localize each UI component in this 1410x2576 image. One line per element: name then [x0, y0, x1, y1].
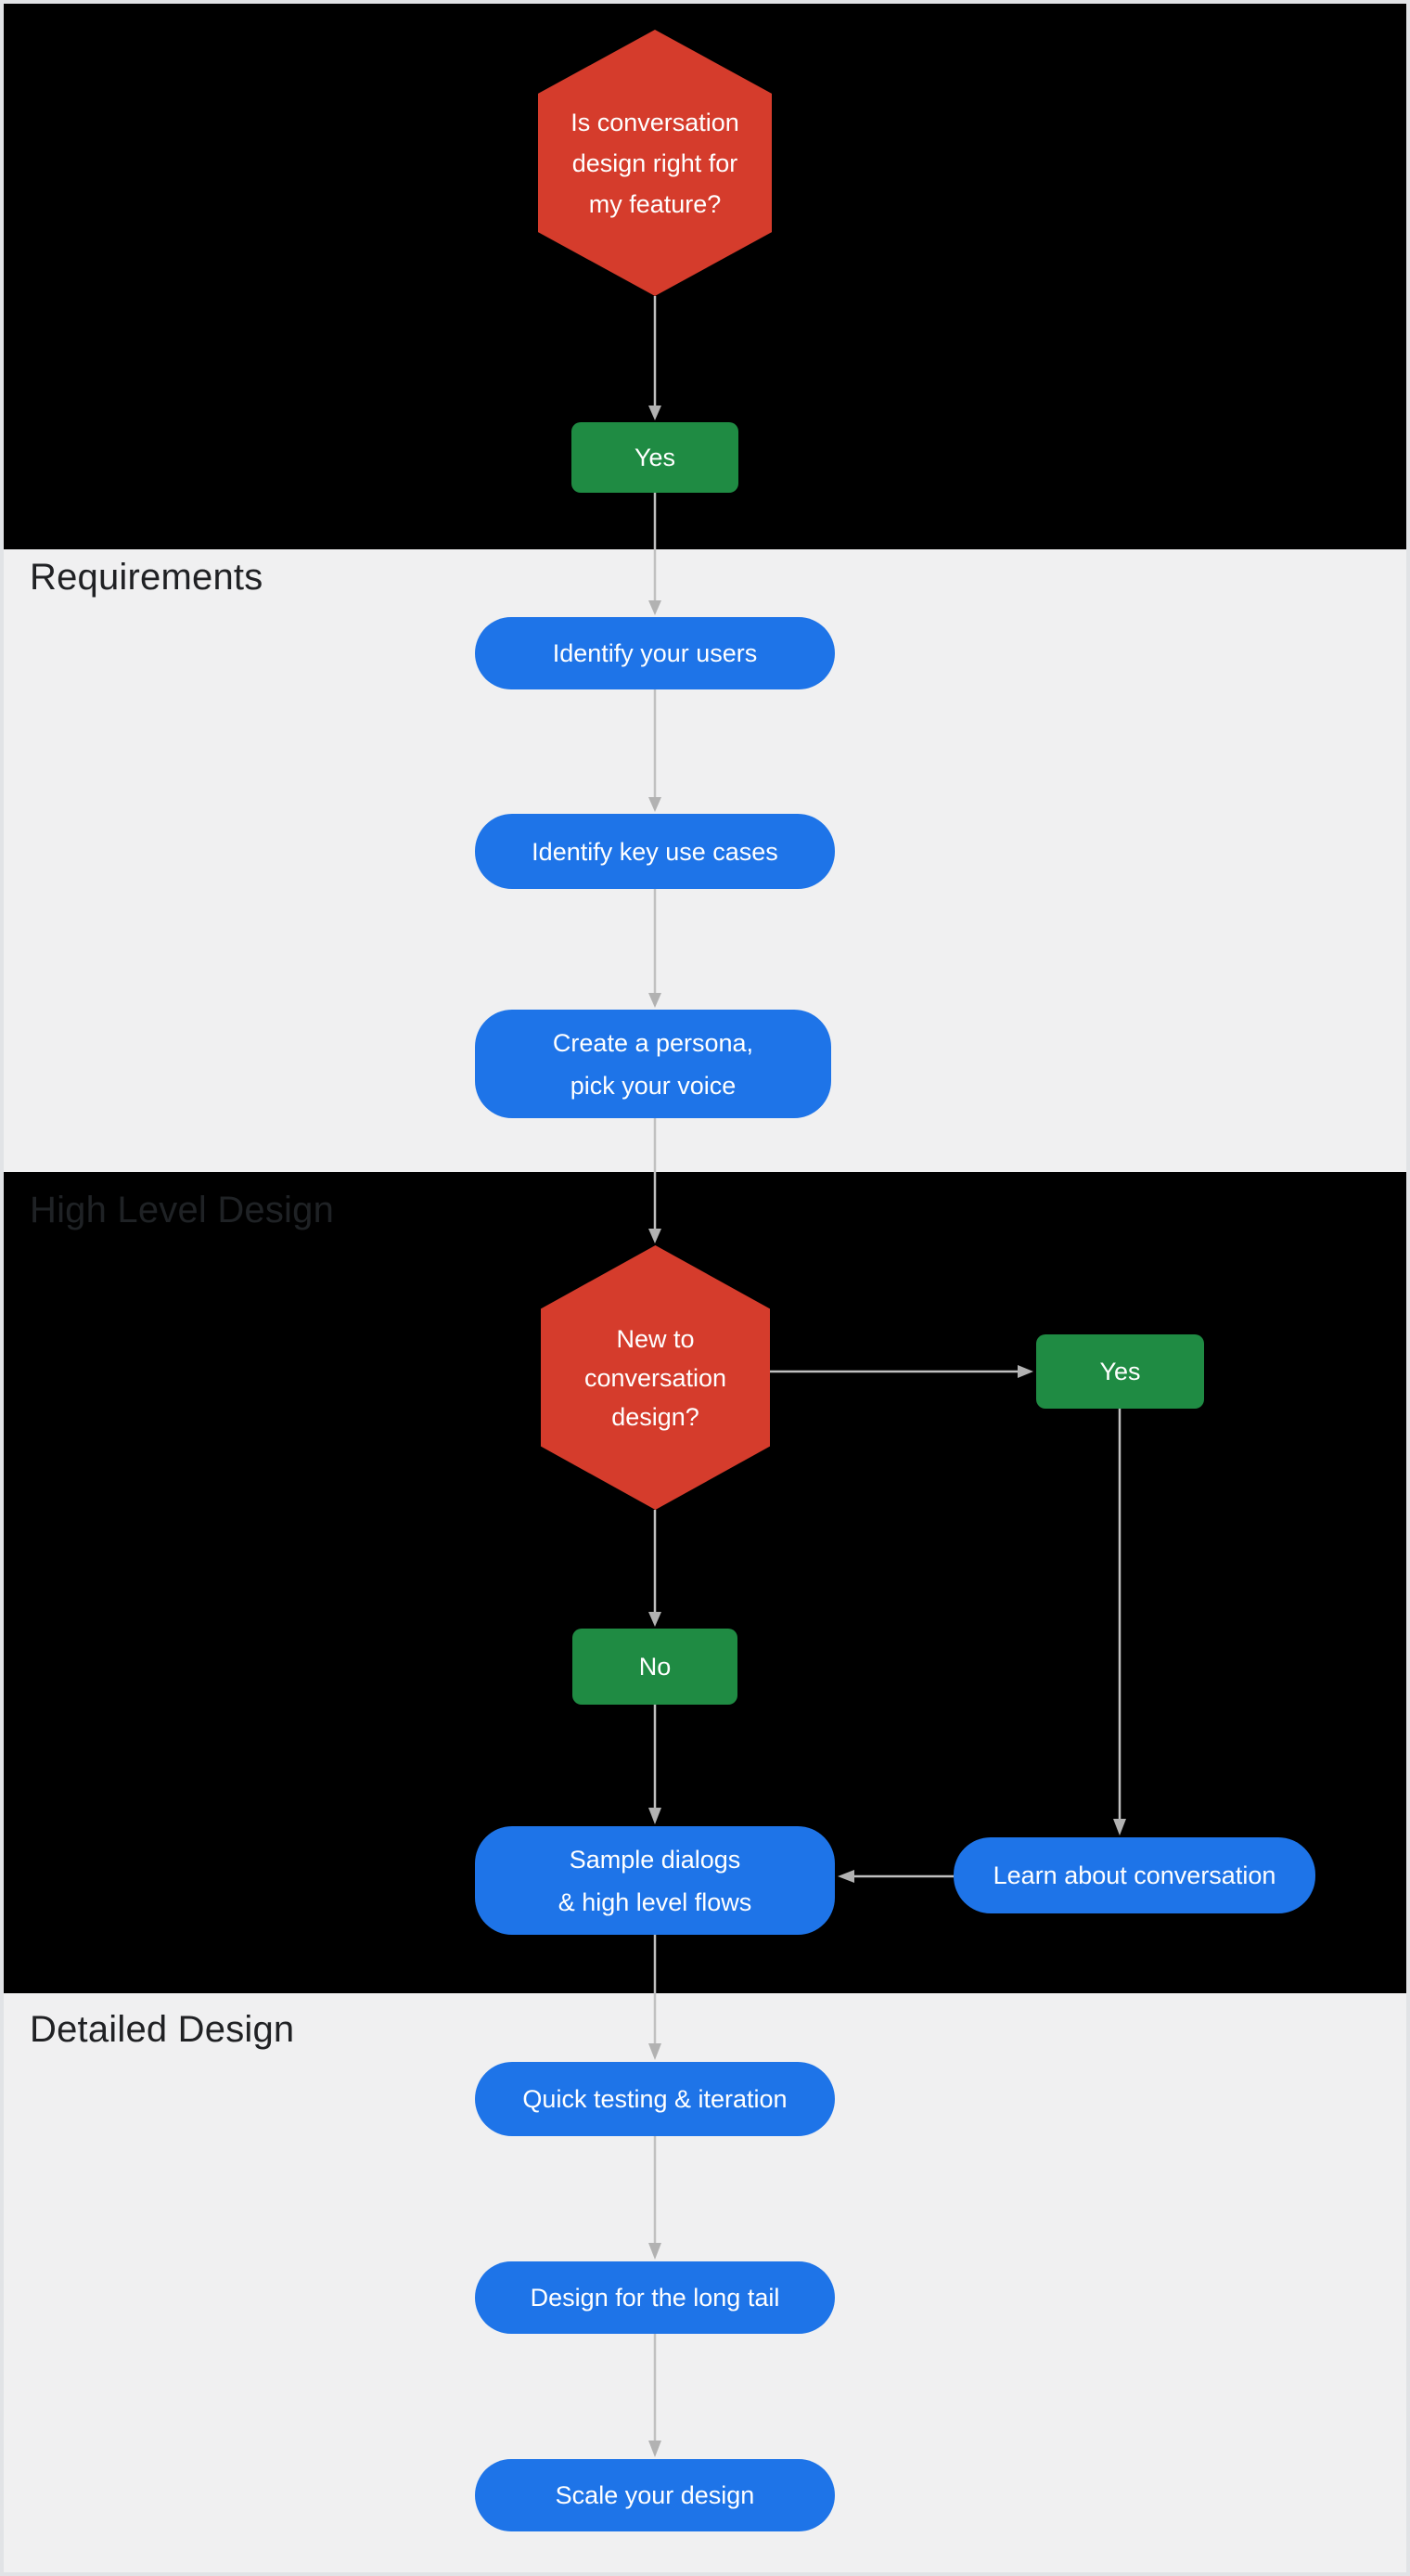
decision-text-line: New to — [616, 1324, 695, 1353]
arrowhead-down — [648, 797, 661, 812]
step-label: Scale your design — [555, 2481, 755, 2509]
arrow-start-decision-to-start-yes — [648, 296, 661, 420]
answer-label: Yes — [634, 443, 676, 471]
arrowhead-down — [648, 1229, 661, 1243]
arrowhead-down — [648, 2243, 661, 2260]
arrow-new-decision-to-new-no — [648, 1510, 661, 1627]
arrow-new-yes-to-learn-conversation — [1113, 1409, 1126, 1835]
arrow-new-decision-to-new-yes — [770, 1365, 1033, 1378]
step-label: Design for the long tail — [530, 2284, 780, 2312]
arrowhead-left — [838, 1870, 854, 1883]
arrowhead-down — [1113, 1819, 1126, 1835]
arrow-quick-testing-to-long-tail — [648, 2136, 661, 2260]
arrow-learn-conversation-to-sample-dialogs — [838, 1870, 954, 1883]
step-text-line: Create a persona, — [552, 1028, 754, 1057]
answer-new-no-button[interactable]: No — [572, 1629, 737, 1705]
arrowhead-down — [648, 993, 661, 1008]
step-create-persona-pick-voice[interactable]: Create a persona, pick your voice — [475, 1010, 831, 1118]
arrowhead-down — [648, 2043, 661, 2060]
answer-new-yes-button[interactable]: Yes — [1036, 1334, 1204, 1409]
step-identify-key-use-cases[interactable]: Identify key use cases — [475, 814, 835, 889]
decision-is-conversation-design-right[interactable]: Is conversation design right for my feat… — [538, 30, 772, 296]
step-label: Identify key use cases — [532, 837, 778, 866]
arrowhead-down — [648, 600, 661, 615]
arrow-new-no-to-sample-dialogs — [648, 1705, 661, 1824]
arrowhead-down — [648, 1808, 661, 1824]
step-label: Learn about conversation — [993, 1861, 1276, 1889]
arrowhead-down — [648, 2441, 661, 2457]
step-learn-about-conversation[interactable]: Learn about conversation — [954, 1837, 1315, 1913]
step-label: Quick testing & iteration — [522, 2085, 788, 2113]
step-text-line: pick your voice — [570, 1071, 737, 1100]
decision-text-line: design? — [611, 1402, 699, 1431]
arrowhead-right — [1018, 1365, 1033, 1378]
section-label-requirements: Requirements — [30, 557, 263, 598]
section-label-detailed-design: Detailed Design — [30, 2009, 295, 2050]
step-text-line: Sample dialogs — [569, 1845, 741, 1874]
step-scale-your-design[interactable]: Scale your design — [475, 2459, 835, 2531]
arrow-identify-users-to-identify-use-cases — [648, 689, 661, 812]
answer-start-yes-button[interactable]: Yes — [571, 422, 738, 493]
step-label: Identify your users — [552, 639, 758, 667]
step-quick-testing-iteration[interactable]: Quick testing & iteration — [475, 2062, 835, 2136]
arrow-long-tail-to-scale-design — [648, 2334, 661, 2457]
answer-label: No — [638, 1652, 672, 1681]
decision-text-line: conversation — [583, 1363, 727, 1392]
step-sample-dialogs-high-level-flows[interactable]: Sample dialogs & high level flows — [475, 1826, 835, 1935]
answer-label: Yes — [1099, 1357, 1141, 1385]
arrow-start-yes-to-identify-users — [648, 493, 661, 615]
arrow-create-persona-to-new-decision — [648, 1118, 661, 1243]
arrowhead-down — [648, 1612, 661, 1627]
step-design-for-long-tail[interactable]: Design for the long tail — [475, 2261, 835, 2334]
decision-new-to-conversation-design[interactable]: New to conversation design? — [541, 1245, 770, 1510]
step-text-line: & high level flows — [558, 1887, 752, 1916]
arrow-sample-dialogs-to-quick-testing — [648, 1935, 661, 2060]
step-identify-your-users[interactable]: Identify your users — [475, 617, 835, 689]
section-label-high-level-design: High Level Design — [30, 1190, 335, 1230]
decision-text-line: my feature? — [588, 189, 722, 218]
decision-text-line: Is conversation — [570, 108, 739, 136]
arrowhead-down — [648, 406, 661, 420]
arrow-identify-use-cases-to-create-persona — [648, 889, 661, 1008]
decision-text-line: design right for — [571, 148, 738, 177]
